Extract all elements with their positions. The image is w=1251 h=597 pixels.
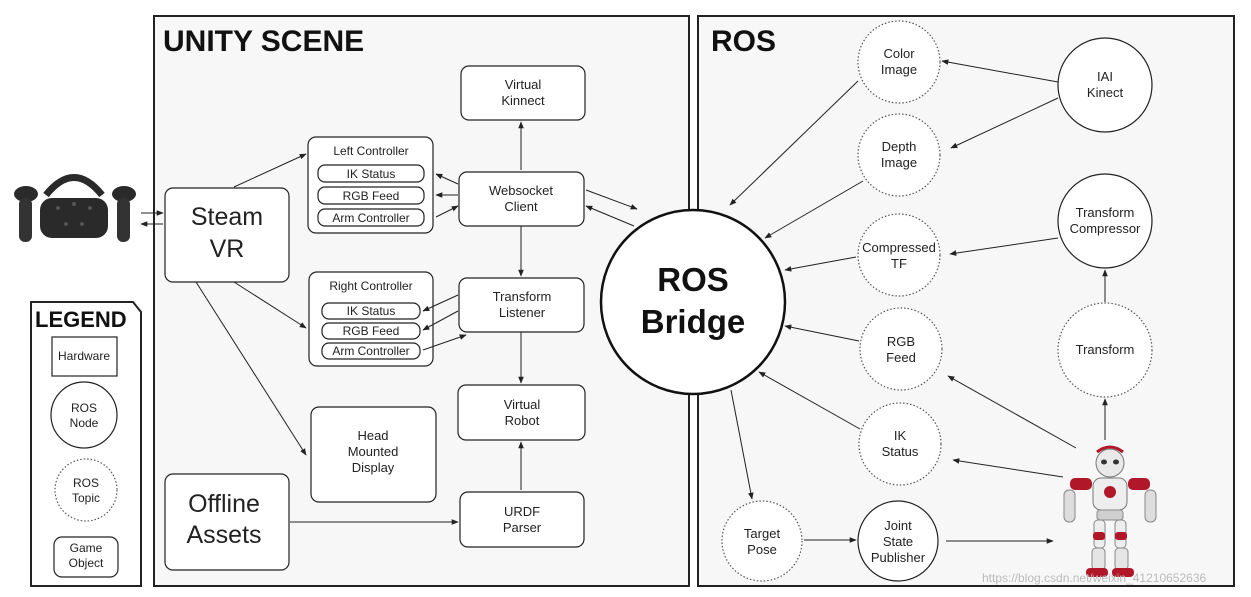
websocket-client-box: Websocket Client (458, 171, 585, 227)
unity-scene-title: UNITY SCENE (163, 25, 364, 58)
legend-title: LEGEND (35, 307, 127, 332)
right-controller-box: Right Controller IK Status RGB Feed Arm … (308, 271, 434, 367)
svg-text:IAI: IAI (1097, 69, 1113, 84)
legend-ros-node: ROS Node (50, 381, 118, 449)
left-controller-box: Left Controller IK Status RGB Feed Arm C… (307, 136, 434, 234)
svg-text:Assets: Assets (186, 521, 261, 549)
ros-title: ROS (711, 25, 776, 58)
right-controller-hardware-icon (112, 186, 136, 242)
vr-headset-hardware-image (14, 174, 136, 242)
svg-text:Parser: Parser (503, 520, 542, 535)
right-ik-status-item: IK Status (321, 302, 421, 320)
svg-text:Compressed: Compressed (862, 240, 936, 255)
svg-text:ROS: ROS (73, 476, 99, 490)
right-arm-controller-item: Arm Controller (321, 342, 421, 360)
svg-text:URDF: URDF (504, 504, 540, 519)
svg-text:Transform: Transform (1076, 342, 1135, 357)
target-pose-topic: Target Pose (721, 500, 803, 582)
svg-text:Kinnect: Kinnect (501, 93, 545, 108)
svg-text:Image: Image (881, 62, 917, 77)
legend-game-object: Game Object (53, 536, 119, 578)
left-controller-hardware-icon (14, 186, 38, 242)
svg-text:Hardware: Hardware (58, 349, 110, 363)
left-arm-controller-item: Arm Controller (317, 208, 425, 227)
virtual-kinnect-box: Virtual Kinnect (460, 65, 586, 121)
svg-text:Image: Image (881, 155, 917, 170)
color-image-topic: Color Image (857, 20, 941, 104)
svg-text:Publisher: Publisher (871, 550, 926, 565)
svg-text:Target: Target (744, 526, 781, 541)
svg-text:Joint: Joint (884, 518, 912, 533)
svg-text:State: State (883, 534, 913, 549)
svg-text:ROS: ROS (657, 261, 729, 298)
svg-text:IK Status: IK Status (347, 167, 396, 181)
svg-text:RGB Feed: RGB Feed (343, 189, 400, 203)
svg-text:Virtual: Virtual (504, 397, 541, 412)
svg-text:Display: Display (352, 460, 395, 475)
svg-text:Arm Controller: Arm Controller (332, 344, 409, 358)
svg-text:Right Controller: Right Controller (329, 279, 412, 293)
legend-hardware: Hardware (51, 336, 118, 377)
legend-ros-topic: ROS Topic (54, 458, 118, 522)
right-rgb-feed-item: RGB Feed (321, 322, 421, 340)
transform-compressor-node: Transform Compressor (1057, 173, 1153, 269)
svg-text:Robot: Robot (505, 413, 540, 428)
svg-text:Client: Client (504, 199, 538, 214)
svg-text:Pose: Pose (747, 542, 777, 557)
svg-text:Arm Controller: Arm Controller (332, 211, 409, 225)
left-ik-status-item: IK Status (317, 164, 425, 183)
svg-text:Topic: Topic (72, 491, 100, 505)
urdf-parser-box: URDF Parser (459, 491, 585, 548)
svg-text:RGB Feed: RGB Feed (343, 324, 400, 338)
rgb-feed-topic: RGB Feed (859, 307, 943, 391)
svg-text:RGB: RGB (887, 334, 915, 349)
svg-text:ROS: ROS (71, 401, 97, 415)
ros-bridge-node: ROS Bridge (599, 208, 787, 396)
transform-topic: Transform (1057, 302, 1153, 398)
svg-text:Game: Game (70, 541, 103, 555)
svg-text:Mounted: Mounted (348, 444, 399, 459)
watermark-text: https://blog.csdn.net/weixin_41210652636 (982, 571, 1206, 585)
svg-text:Object: Object (69, 556, 104, 570)
svg-text:Offline: Offline (188, 490, 260, 518)
svg-text:Transform: Transform (493, 289, 552, 304)
svg-text:IK: IK (894, 428, 907, 443)
connectors (140, 59, 1108, 544)
svg-text:VR: VR (210, 235, 245, 263)
transform-listener-box: Transform Listener (458, 277, 585, 333)
depth-image-topic: Depth Image (857, 113, 941, 197)
nao-robot-image (1063, 445, 1157, 577)
legend-panel: LEGEND Hardware ROS Node ROS Topic Game … (30, 301, 142, 587)
svg-text:Kinect: Kinect (1087, 85, 1124, 100)
steam-vr-box: Steam VR (164, 187, 290, 283)
svg-text:TF: TF (891, 256, 907, 271)
virtual-robot-box: Virtual Robot (457, 384, 586, 441)
offline-assets-box: Offline Assets (164, 473, 290, 571)
head-mounted-display-box: Head Mounted Display (310, 406, 437, 503)
svg-text:Feed: Feed (886, 350, 916, 365)
svg-text:Depth: Depth (882, 139, 917, 154)
svg-text:Websocket: Websocket (489, 183, 553, 198)
svg-text:Compressor: Compressor (1070, 221, 1141, 236)
svg-text:Color: Color (883, 46, 915, 61)
svg-text:Bridge: Bridge (641, 303, 746, 340)
svg-text:Transform: Transform (1076, 205, 1135, 220)
iai-kinect-node: IAI Kinect (1057, 37, 1153, 133)
svg-text:Left Controller: Left Controller (333, 144, 408, 158)
svg-text:Node: Node (70, 416, 99, 430)
svg-text:Head: Head (357, 428, 388, 443)
svg-text:Steam: Steam (191, 203, 263, 231)
left-rgb-feed-item: RGB Feed (317, 186, 425, 205)
compressed-tf-topic: Compressed TF (857, 213, 941, 297)
svg-text:Listener: Listener (499, 305, 546, 320)
headset-icon (40, 174, 108, 238)
ik-status-topic: IK Status (858, 402, 942, 486)
joint-state-publisher-node: Joint State Publisher (857, 500, 939, 582)
svg-text:Virtual: Virtual (505, 77, 542, 92)
svg-text:IK Status: IK Status (347, 304, 396, 318)
svg-text:Status: Status (882, 444, 919, 459)
